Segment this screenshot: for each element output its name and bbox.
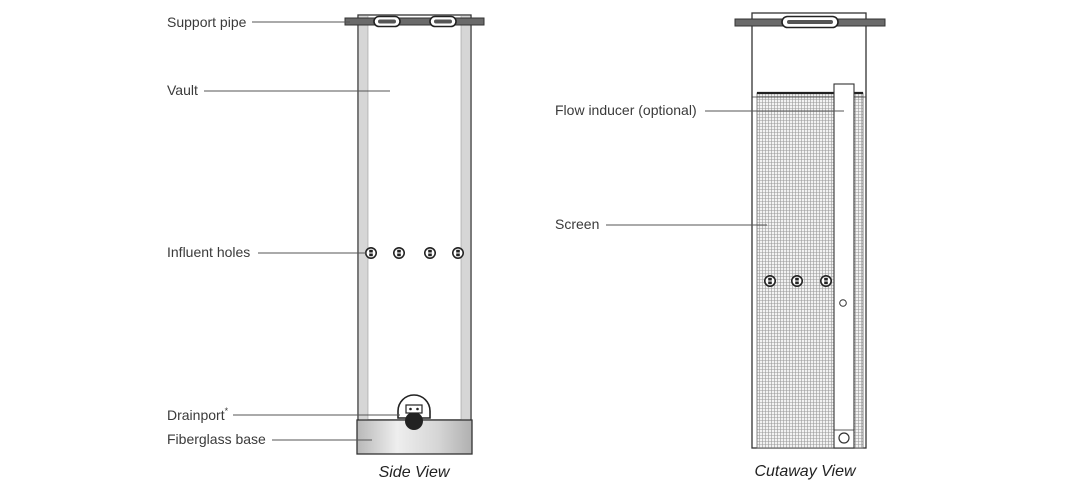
cutaway-influent-holes <box>763 274 833 288</box>
fiberglass-base-label: Fiberglass base <box>167 431 266 447</box>
drainport-label-text: Drainport <box>167 407 225 423</box>
influent-hole <box>790 274 804 288</box>
screen-label: Screen <box>555 216 599 232</box>
influent-hole <box>423 247 437 260</box>
side-view-caption: Side View <box>379 464 451 481</box>
vault-right-wall <box>461 16 470 420</box>
influent-hole <box>392 247 406 260</box>
support-pipe-label: Support pipe <box>167 14 247 30</box>
influent-hole <box>364 247 378 260</box>
influent-hole <box>451 247 465 260</box>
cutaway-view: Flow inducer (optional) Screen Cutaway V… <box>555 12 886 480</box>
vault-left-wall <box>359 16 368 420</box>
influent-hole <box>763 274 777 288</box>
side-view: Support pipe Vault Influent holes Drainp… <box>167 14 485 481</box>
support-pipe <box>344 17 485 26</box>
influent-hole <box>819 274 833 288</box>
influent-holes-label: Influent holes <box>167 244 250 260</box>
flow-inducer-label: Flow inducer (optional) <box>555 102 697 118</box>
drainport <box>397 394 431 430</box>
drainport-label: Drainport* <box>167 406 229 423</box>
drainport-asterisk: * <box>225 406 229 416</box>
cutaway-view-caption: Cutaway View <box>754 463 857 480</box>
flow-inducer-base-port <box>838 432 850 444</box>
flow-inducer-port <box>839 299 847 307</box>
flow-inducer <box>833 83 855 449</box>
vault-body <box>357 14 472 421</box>
vault-label: Vault <box>167 82 198 98</box>
